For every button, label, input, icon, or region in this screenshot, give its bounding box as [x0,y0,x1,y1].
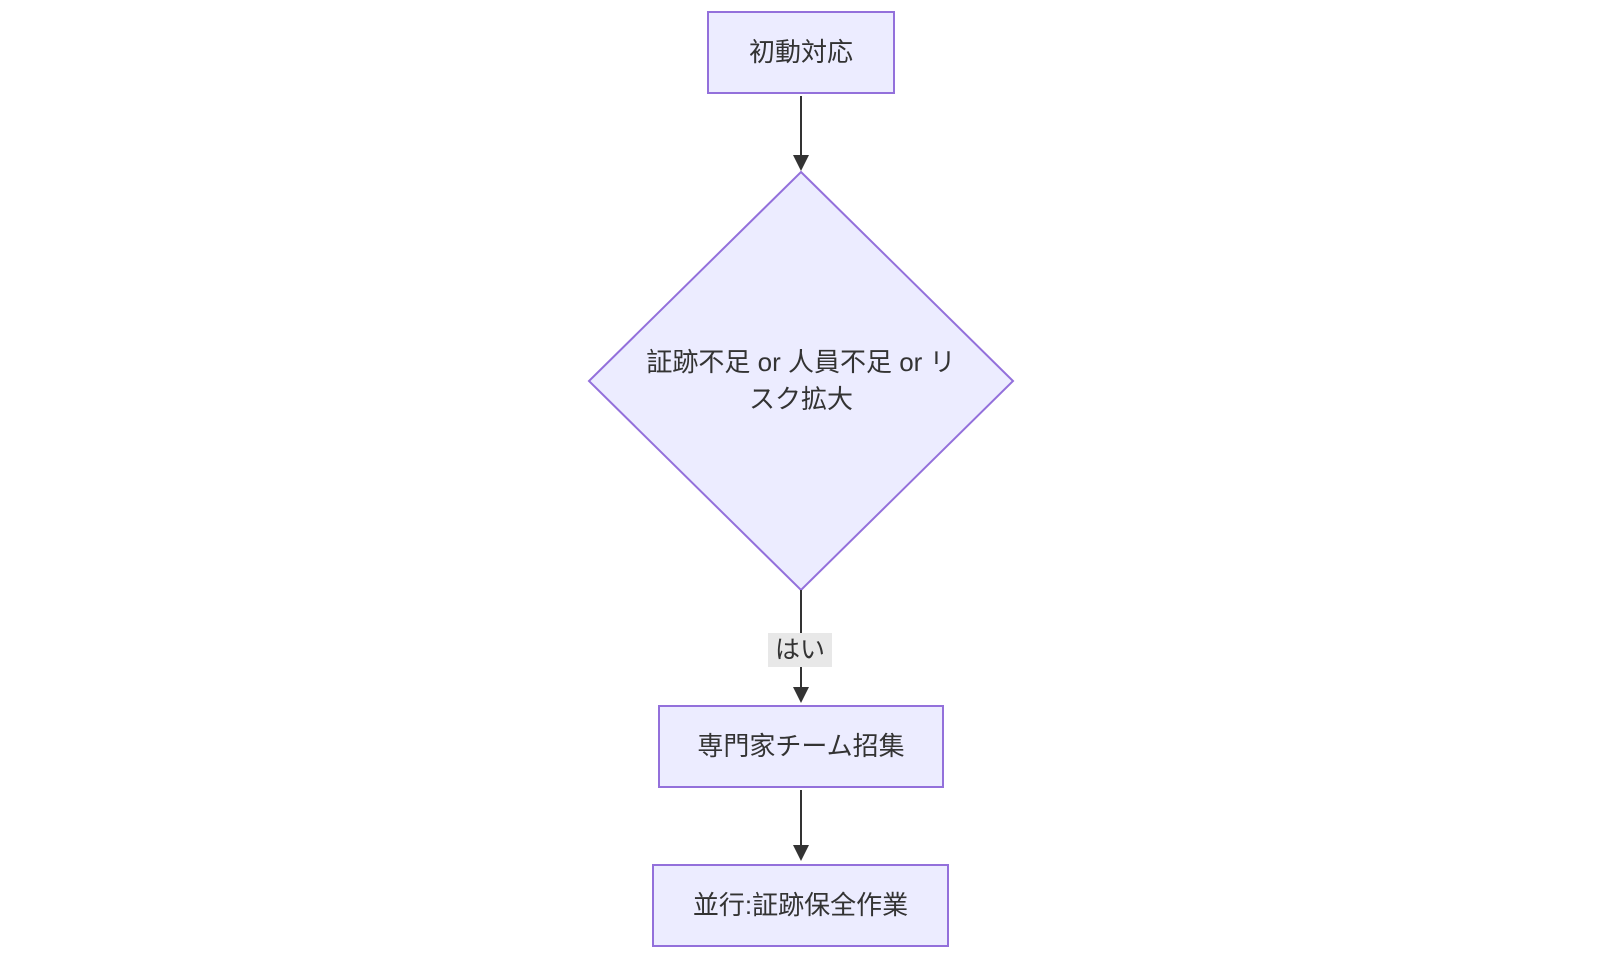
arrowhead-icon [793,155,809,171]
node-label: 並行:証跡保全作業 [692,889,909,920]
node-evidence-preservation: 並行:証跡保全作業 [652,864,949,947]
node-initial-response: 初動対応 [707,11,895,94]
node-label: 初動対応 [748,36,853,67]
arrowhead-icon [793,687,809,703]
node-label: 専門家チーム招集 [697,730,905,761]
node-expert-team-convene: 専門家チーム招集 [658,705,944,788]
edge-label-yes: はい [767,633,833,667]
arrowhead-icon [793,845,809,861]
decision-diamond-shape [587,170,1015,592]
